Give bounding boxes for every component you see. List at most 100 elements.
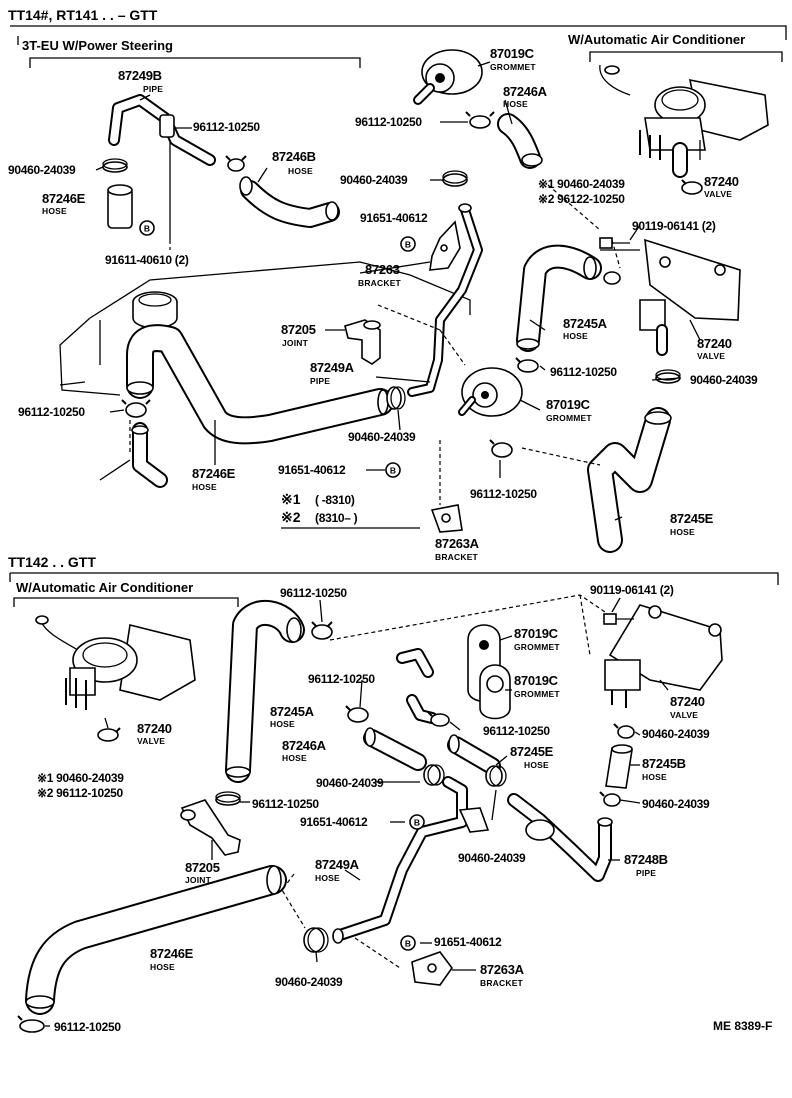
hose-87246E-bottom	[25, 865, 287, 1015]
grommet-87019C-mid	[458, 367, 523, 417]
pipe-87248B	[507, 793, 613, 882]
svg-text:90460-24039: 90460-24039	[642, 727, 710, 741]
part-labels-top: 87249B PIPE 96112-10250 90460-24039 8724…	[8, 46, 758, 562]
label-b-87019C-2: 87019C GROMMET	[514, 673, 560, 699]
clamp-96112-top-left	[225, 155, 247, 172]
svg-text:HOSE: HOSE	[563, 331, 588, 341]
svg-text:87248B: 87248B	[624, 852, 668, 867]
label-b-87246A: 87246A HOSE	[282, 738, 327, 763]
svg-text:90460-24039: 90460-24039	[340, 173, 408, 187]
hose-87246E-large	[126, 324, 394, 445]
svg-text:HOSE: HOSE	[192, 482, 217, 492]
svg-text:96112-10250: 96112-10250	[54, 1020, 121, 1034]
svg-text:PIPE: PIPE	[636, 868, 656, 878]
svg-text:87019C: 87019C	[514, 673, 559, 688]
svg-text:B: B	[405, 240, 411, 250]
label-96112-d: 96112-10250	[550, 365, 618, 379]
svg-text:HOSE: HOSE	[150, 962, 175, 972]
label-b-87240-right: 87240 VALVE	[670, 694, 705, 720]
label-87246B: 87246B HOSE	[272, 149, 316, 176]
label-90119: 90119-06141 (2)	[632, 219, 716, 233]
label-87263A: 87263A BRACKET	[435, 536, 480, 562]
label-b-90460-a: 90460-24039	[316, 776, 384, 790]
label-87205: 87205 JOINT	[281, 322, 316, 348]
svg-text:96112-10250: 96112-10250	[193, 120, 260, 134]
bolt-marker-2: B	[400, 236, 416, 252]
bracket-87263A-bottom	[411, 951, 453, 986]
svg-text:90119-06141 (2): 90119-06141 (2)	[632, 219, 716, 233]
label-b-87263A: 87263A BRACKET	[480, 962, 525, 988]
svg-text:JOINT: JOINT	[282, 338, 309, 348]
svg-text:87249A: 87249A	[310, 360, 355, 375]
elbow-pipe-left	[99, 420, 168, 488]
svg-text:90460-24039: 90460-24039	[316, 776, 384, 790]
clamp-96112-bottom-top	[311, 621, 333, 640]
label-b-90460-e: 90460-24039	[642, 797, 710, 811]
label-b-90460-d: 90460-24039	[642, 727, 710, 741]
top-header-text: TT14#, RT141 . . – GTT	[8, 7, 158, 23]
svg-text:GROMMET: GROMMET	[546, 413, 592, 423]
grommet-87019C-bottom-2	[479, 664, 511, 720]
svg-text:HOSE: HOSE	[503, 99, 528, 109]
label-87019C-mid: 87019C GROMMET	[546, 397, 592, 423]
svg-text:HOSE: HOSE	[670, 527, 695, 537]
svg-text:87246A: 87246A	[282, 738, 327, 753]
svg-text:GROMMET: GROMMET	[514, 642, 560, 652]
label-b-footnote-96112: ※2 96112-10250	[37, 786, 124, 800]
pipe-87249A-top	[407, 203, 483, 397]
bracket-87263A-top	[430, 504, 463, 533]
label-87246A-top: 87246A HOSE	[503, 84, 548, 109]
label-90460-a: 90460-24039	[8, 163, 76, 177]
bolt-marker-4: B	[409, 814, 425, 830]
valve-87240-top	[599, 64, 769, 178]
bolt-90119-top	[599, 237, 630, 249]
svg-text:HOSE: HOSE	[642, 772, 667, 782]
svg-text:87246E: 87246E	[192, 466, 236, 481]
bottom-header-text: TT142 . . GTT	[8, 554, 96, 570]
svg-text:B: B	[144, 224, 150, 234]
svg-text:90460-24039: 90460-24039	[275, 975, 343, 989]
svg-text:HOSE: HOSE	[270, 719, 295, 729]
label-90460-b: 90460-24039	[340, 173, 408, 187]
label-96112-e: 96112-10250	[470, 487, 538, 501]
clamp-mid-valve	[603, 271, 621, 285]
svg-text:96112-10250: 96112-10250	[483, 724, 550, 738]
label-b-96112-c: 96112-10250	[252, 797, 320, 811]
dashed-connections-top	[377, 184, 621, 505]
bracket-87263	[429, 220, 461, 271]
svg-text:87246E: 87246E	[150, 946, 194, 961]
svg-text:HOSE: HOSE	[42, 206, 67, 216]
label-91611: 91611-40610 (2)	[105, 253, 189, 267]
svg-text:90460-24039: 90460-24039	[348, 430, 416, 444]
svg-text:87263A: 87263A	[480, 962, 525, 977]
svg-text:87240: 87240	[137, 721, 172, 736]
bolt-marker-5: B	[400, 935, 416, 951]
clamp-90460-right	[655, 369, 681, 384]
label-b-87245B: 87245B HOSE	[642, 756, 686, 782]
label-b-91651-a: 91651-40612	[300, 815, 368, 829]
svg-text:87249B: 87249B	[118, 68, 162, 83]
label-90460-c: 90460-24039	[348, 430, 416, 444]
leader-lines	[45, 61, 701, 1027]
svg-text:87019C: 87019C	[490, 46, 535, 61]
svg-text:91651-40612: 91651-40612	[434, 935, 502, 949]
footnote-range-2: (8310– )	[315, 511, 358, 525]
svg-text:96112-10250: 96112-10250	[470, 487, 537, 501]
clamp-96112-bottom-left	[17, 1015, 45, 1033]
label-b-96112-e: 96112-10250	[483, 724, 551, 738]
label-b-87248B: 87248B PIPE	[624, 852, 668, 878]
bottom-section-header: TT142 . . GTT W/Automatic Air Conditione…	[8, 554, 779, 607]
label-87019C-top: 87019C GROMMET	[490, 46, 536, 72]
pipe-87249B	[108, 94, 216, 250]
svg-text:87019C: 87019C	[546, 397, 591, 412]
clamp-96112-lower-left	[121, 399, 151, 418]
svg-text:90460-24039: 90460-24039	[8, 163, 76, 177]
hose-87245E-bottom	[447, 734, 501, 775]
pipe-segment-b	[406, 694, 438, 724]
part-labels-bottom: 87240 VALVE ※1 90460-24039 ※2 96112-1025…	[37, 583, 710, 1034]
svg-text:96112-10250: 96112-10250	[280, 586, 347, 600]
clamp-90460-top-middle	[442, 170, 468, 187]
svg-text:91651-40612: 91651-40612	[300, 815, 368, 829]
pipe-segment-a	[396, 648, 434, 678]
label-87249A: 87249A PIPE	[310, 360, 355, 386]
